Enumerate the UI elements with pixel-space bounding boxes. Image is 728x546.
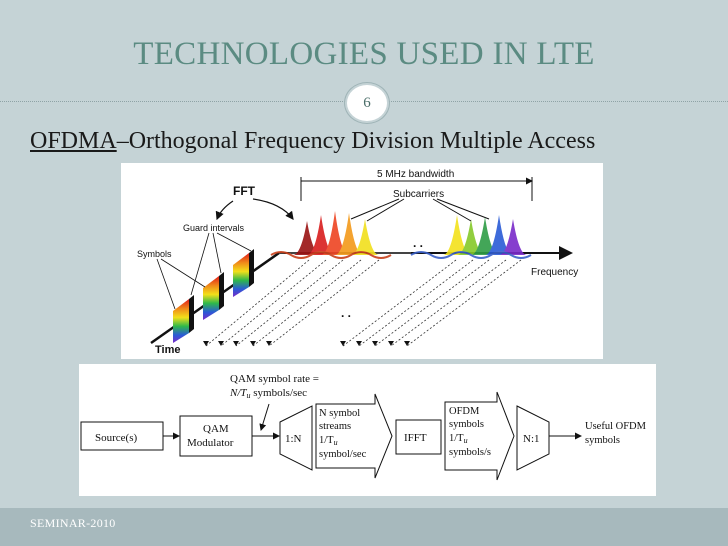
symbol-streams-arrow <box>315 393 393 479</box>
qam-label-1: QAM <box>203 423 229 435</box>
slide-number-badge: 6 <box>345 83 389 123</box>
time-ticks <box>203 341 410 346</box>
guard-intervals-label: Guard intervals <box>183 223 245 233</box>
useful-line1: Useful OFDM <box>585 421 647 432</box>
block-diagram-svg: QAM symbol rate = N/Tu symbols/sec Sourc… <box>80 373 647 481</box>
ofdm-line1: OFDM <box>449 406 480 417</box>
ofdm-symbols-arrow <box>444 391 515 481</box>
subcarrier-pointers <box>350 198 490 222</box>
block-diagram: QAM symbol rate = N/Tu symbols/sec Sourc… <box>79 364 656 496</box>
time-ellipsis: . . <box>341 306 351 320</box>
time-label: Time <box>155 344 180 356</box>
serial-parallel-label: 1:N <box>285 433 302 445</box>
streams-line1: N symbol <box>319 408 360 419</box>
ifft-box <box>395 419 442 455</box>
symbol-bands <box>173 249 254 343</box>
ofdm-line2: symbols <box>449 419 484 430</box>
bandwidth-label: 5 MHz bandwidth <box>377 169 454 180</box>
subcarrier-group-left <box>270 211 392 259</box>
parallel-to-serial-block <box>516 405 550 471</box>
ofdma-heading: OFDMA–Orthogonal Frequency Division Mult… <box>30 128 595 155</box>
spectrum-ellipsis: . . <box>413 236 423 250</box>
ifft-label: IFFT <box>404 432 427 444</box>
source-label: Source(s) <box>95 432 137 444</box>
heading-abbr: OFDMA <box>30 128 117 154</box>
parallel-serial-label: N:1 <box>523 433 540 445</box>
spectrum-svg: 5 MHz bandwidth Subcarriers FFT Guard in… <box>137 169 578 356</box>
fft-label: FFT <box>233 184 256 198</box>
projection-lines <box>205 259 522 347</box>
streams-line3: 1/Tu <box>319 435 338 447</box>
slide-number: 6 <box>363 94 371 111</box>
slide-title: TECHNOLOGIES USED IN LTE <box>133 36 595 72</box>
qam-rate-line2: N/Tu symbols/sec <box>229 387 307 400</box>
streams-line4: symbol/sec <box>319 449 367 460</box>
qam-modulator-box <box>179 415 253 457</box>
spectrum-figure: 5 MHz bandwidth Subcarriers FFT Guard in… <box>121 163 603 359</box>
title-rule-right <box>389 101 728 102</box>
subcarriers-label: Subcarriers <box>393 189 444 200</box>
footer-label: SEMINAR-2010 <box>30 516 116 530</box>
footer-band <box>0 508 728 546</box>
qam-rate-line1: QAM symbol rate = <box>230 373 319 385</box>
title-rule-left <box>0 101 345 102</box>
ofdm-line4: symbols/s <box>449 447 491 458</box>
useful-line2: symbols <box>585 435 620 446</box>
qam-label-2: Modulator <box>187 437 234 449</box>
heading-rest: –Orthogonal Frequency Division Multiple … <box>116 128 596 154</box>
frequency-label: Frequency <box>531 267 578 278</box>
symbols-label: Symbols <box>137 249 172 259</box>
subcarrier-group-right <box>410 215 532 259</box>
serial-to-parallel-block <box>279 405 313 471</box>
ofdm-line3: 1/Tu <box>449 433 468 445</box>
streams-line2: streams <box>319 421 351 432</box>
